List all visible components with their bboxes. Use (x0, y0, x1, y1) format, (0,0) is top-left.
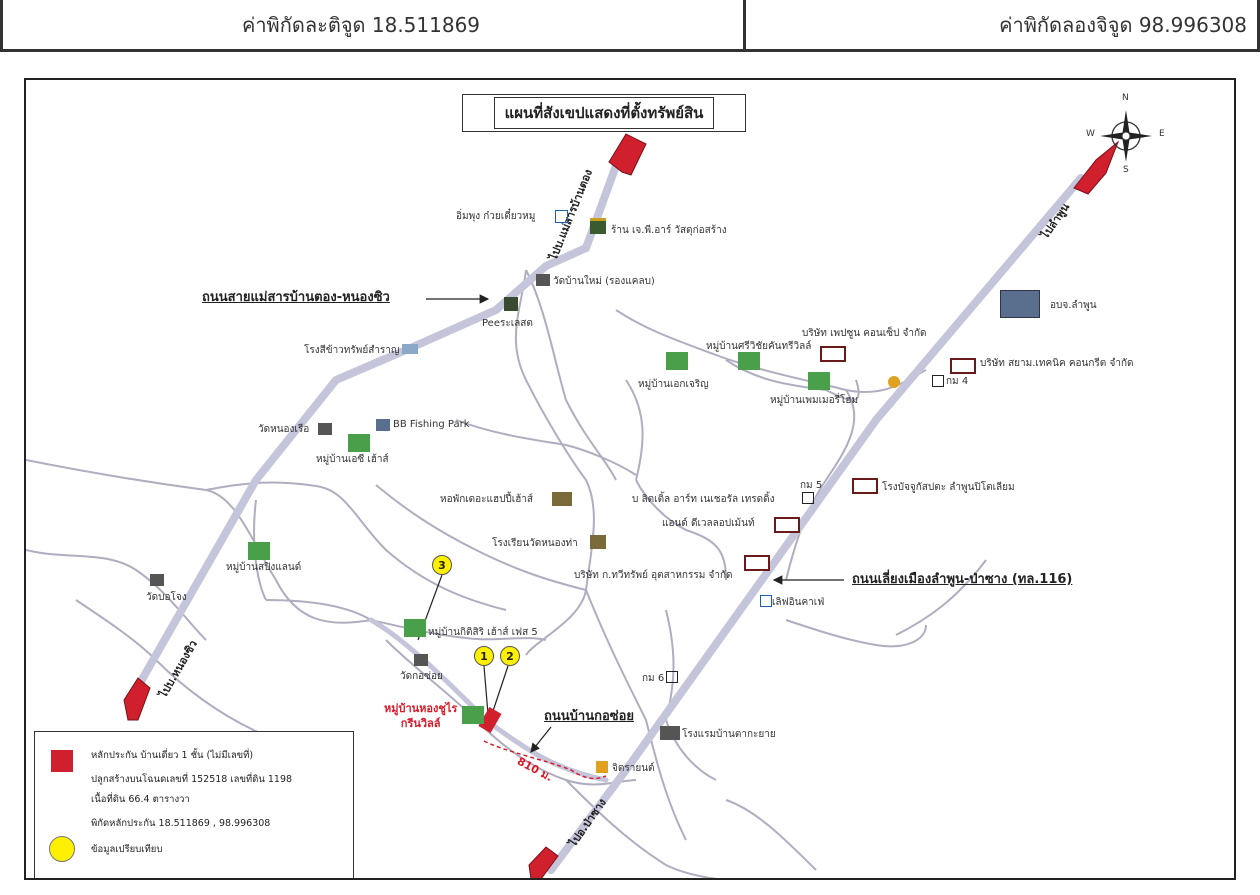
place-label: Peeระเลสต (482, 318, 533, 329)
target-line-2: กรีนวิลล์ (400, 716, 441, 730)
restaurant-icon (555, 210, 568, 223)
school-icon (590, 535, 606, 549)
legend-line-1: หลักประกัน บ้านเดี่ยว 1 ชั้น (ไม่มีเลขที… (91, 750, 254, 761)
place-label: วัดกอซ่อย (400, 671, 443, 682)
place-label: หมู่บ้านสปิงแลนด์ (226, 562, 302, 573)
temple-icon-4 (414, 654, 428, 666)
temple-icon-3 (150, 574, 164, 586)
place-label: แอนด์ ดีเวลลอปเม้นท์ (662, 518, 755, 529)
place-label: หมู่บ้านเอกเจริญ (638, 379, 709, 390)
dormitory-icon (552, 492, 572, 506)
place-label: หอพักเดอะแฮปปี้เฮ้าส์ (440, 494, 534, 505)
car-shop-icon (596, 761, 608, 773)
place-label: หมู่บ้านเพมเมอรี่โฮม (770, 395, 859, 406)
longitude-cell: ค่าพิกัดลองจิจูด 98.996308 (746, 0, 1257, 49)
place-label: โรงเรียนวัดหนองท่า (492, 538, 578, 549)
village-icon-target (462, 706, 484, 724)
place-label: วัดหนองเรือ (258, 424, 310, 435)
company-icon-4 (774, 517, 800, 533)
compass-w: W (1086, 129, 1095, 139)
office-building-icon (1000, 290, 1040, 318)
place-label: โรงแรมบ้านตากะยาย (682, 729, 776, 740)
comparison-marker-2: 2 (500, 646, 520, 666)
store-icon (504, 297, 518, 311)
village-icon-4 (348, 434, 370, 452)
map-canvas (26, 110, 1152, 878)
legend-line-3: เนื้อที่ดิน 66.4 ตารางวา (91, 794, 190, 805)
rice-mill-icon (402, 344, 418, 354)
company-icon-5 (744, 555, 770, 571)
place-label: บริษัท ก.ทวีทรัพย์ อุตสาหกรรม จำกัด (574, 570, 733, 581)
village-icon-3 (808, 372, 830, 390)
village-icon-2 (738, 352, 760, 370)
place-label: บ ลิตเติ้ล อาร์ท เนเชอรัล เทรดดิ้ง (632, 494, 775, 505)
compass-s: S (1123, 165, 1129, 175)
legend-comparison: ข้อมูลเปรียบเทียบ (91, 844, 163, 855)
cafe-icon (760, 595, 772, 607)
distance-path (483, 740, 607, 780)
place-label: ร้าน เจ.พี.อาร์ วัสดุก่อสร้าง (611, 225, 727, 236)
map-title-box: แผนที่สังเขปแสดงที่ตั้งทรัพย์สิน (462, 94, 746, 132)
place-label: หมู่บ้านเอซี เฮ้าส์ (316, 454, 389, 465)
hotel-icon (660, 726, 680, 740)
road-kor-soi-label: ถนนบ้านกอซ่อย (544, 709, 635, 724)
place-label: เลิฟอินคาเฟ่ (772, 597, 825, 608)
map-title: แผนที่สังเขปแสดงที่ตั้งทรัพย์สิน (493, 97, 715, 129)
place-label: วัดบอโจง (146, 592, 187, 603)
place-label: กม 4 (946, 376, 969, 387)
place-label: อิ่มพุง ก๋วยเตี๋ยวหมู (456, 211, 536, 222)
road-bypass-label: ถนนเลี่ยงเมืองลำพูน-ป่าซาง (ทล.116) (852, 572, 1073, 587)
village-icon-5 (248, 542, 270, 560)
direction-arrows (123, 133, 1120, 878)
road-mae-sarn-label: ถนนสายแม่สารบ้านตอง-หนองซิว (202, 290, 390, 305)
place-label: บริษัท เพปซูน คอนเซ็ป จำกัด (802, 328, 927, 339)
km-post-icon-3 (666, 671, 678, 683)
collateral-marker (478, 706, 502, 734)
place-label: หมู่บ้านกิติสิริ เฮ้าส์ เฟส 5 (428, 627, 538, 638)
place-label: จิตรายนต์ (612, 763, 655, 774)
longitude-label: ค่าพิกัดลองจิจูด 98.996308 (999, 12, 1247, 37)
comparison-legend-swatch (49, 836, 75, 862)
village-icon-6 (404, 619, 426, 637)
collateral-legend-swatch (51, 750, 73, 772)
legend-line-4: พิกัดหลักประกัน 18.511869 , 98.996308 (91, 818, 271, 829)
latitude-label: ค่าพิกัดละติจูด 18.511869 (241, 12, 481, 37)
map-frame: แผนที่สังเขปแสดงที่ตั้งทรัพย์สิน N S E W… (24, 78, 1236, 880)
temple-icon (536, 274, 550, 286)
comparison-marker-3: 3 (432, 555, 452, 575)
company-icon-3 (852, 478, 878, 494)
km-post-icon (932, 375, 944, 387)
place-label: หมู่บ้านศรีวิชัยคันทรีวิลล์ (706, 341, 812, 352)
company-icon (820, 346, 846, 362)
temple-icon-2 (318, 423, 332, 435)
fishing-park-icon (376, 419, 390, 431)
compass-e: E (1159, 129, 1165, 139)
map-legend: หลักประกัน บ้านเดี่ยว 1 ชั้น (ไม่มีเลขที… (34, 731, 354, 878)
gas-icon (888, 376, 900, 388)
village-icon (666, 352, 688, 370)
shop-icon (590, 218, 606, 234)
target-village-label: หมู่บ้านหองชูไร กรีนวิลล์ (384, 702, 457, 732)
legend-line-2: ปลูกสร้างบนโฉนดเลขที่ 152518 เลขที่ดิน 1… (91, 774, 293, 785)
target-line-1: หมู่บ้านหองชูไร (384, 702, 458, 715)
place-label: กม 5 (800, 480, 823, 491)
place-label: บริษัท สยาม.เทคนิค คอนกรีต จำกัด (980, 358, 1134, 369)
company-icon-2 (950, 358, 976, 374)
place-label: BB Fishing Park (393, 419, 470, 430)
coordinate-bar: ค่าพิกัดละติจูด 18.511869 ค่าพิกัดลองจิจ… (0, 0, 1260, 52)
place-label: อบจ.ลำพูน (1050, 300, 1097, 311)
place-label: วัดบ้านใหม่ (รองแคลบ) (553, 276, 655, 287)
minor-roads (26, 269, 987, 878)
compass-rose (1100, 110, 1152, 162)
comparison-marker-1: 1 (474, 646, 494, 666)
latitude-cell: ค่าพิกัดละติจูด 18.511869 (3, 0, 746, 49)
compass-n: N (1122, 93, 1129, 103)
km-post-icon-2 (802, 492, 814, 504)
place-label: กม 6 (642, 673, 665, 684)
place-label: โรงสีข้าวทรัพย์สำราญ (304, 345, 400, 356)
place-label: โรงบัจจูกัสปตะ ลำพูนปิโตเลียม (882, 482, 1015, 493)
